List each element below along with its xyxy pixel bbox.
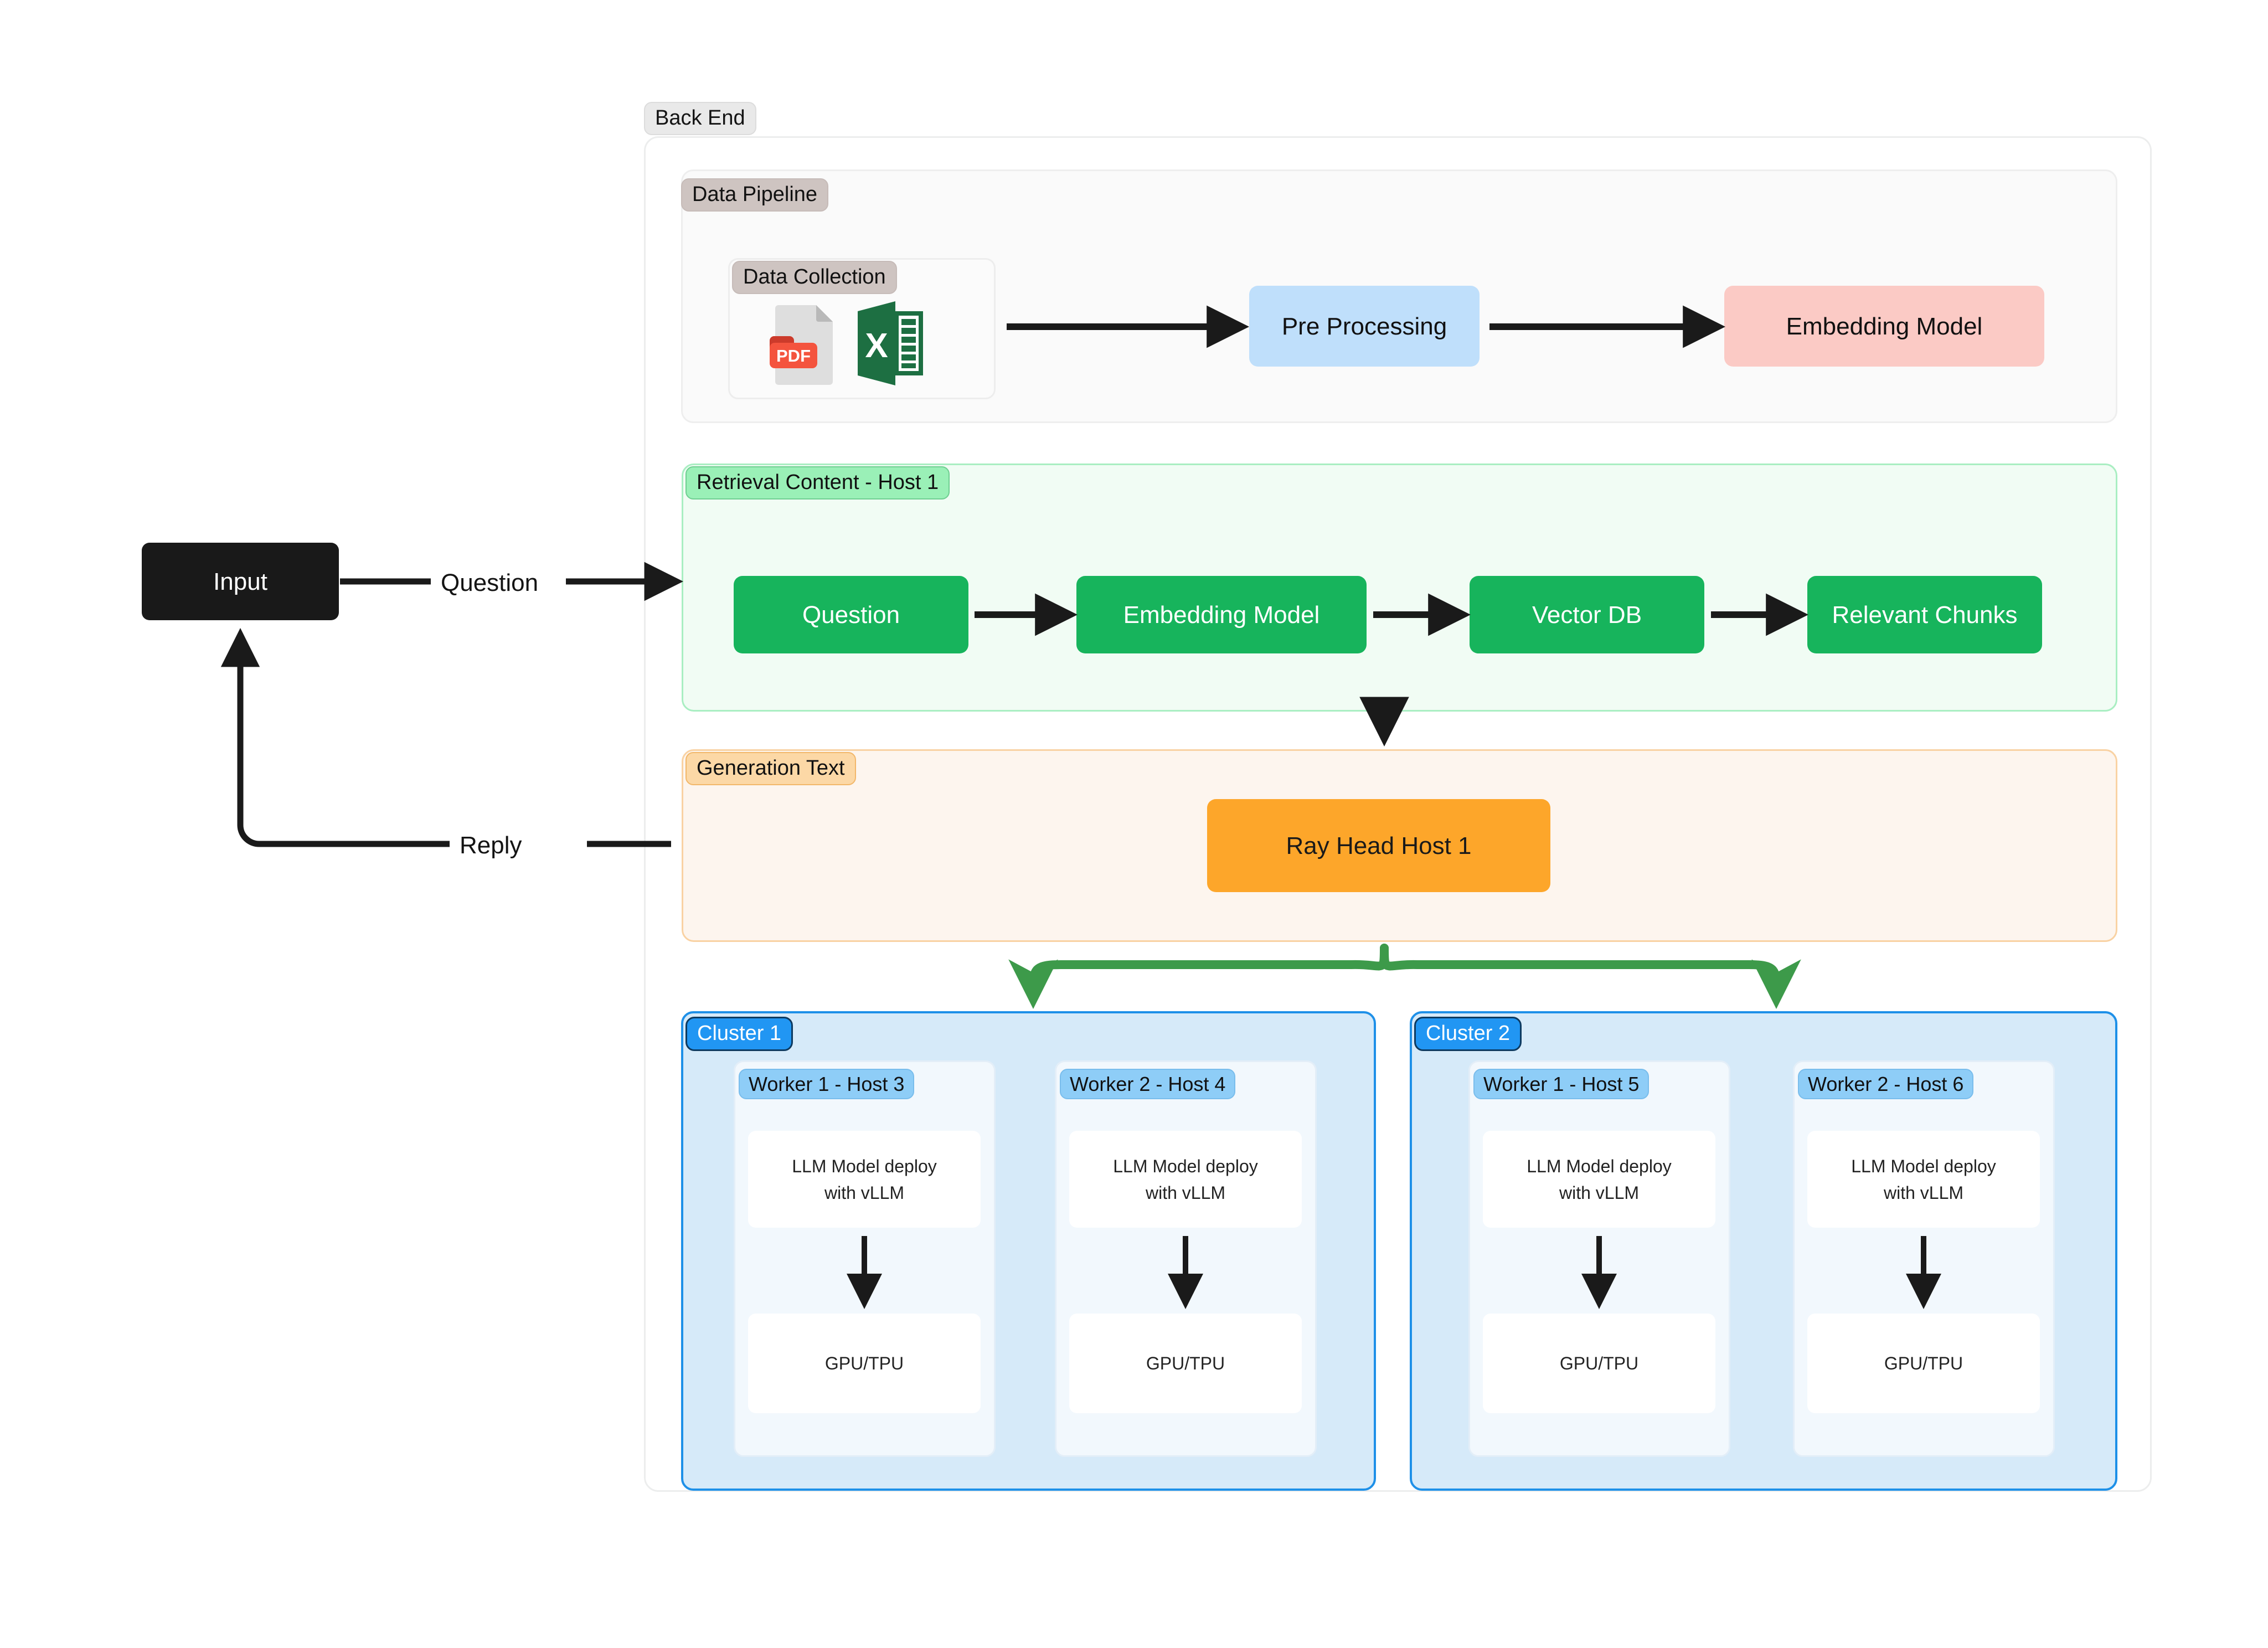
node-label: Vector DB bbox=[1532, 601, 1642, 629]
node-embedding-model-pipeline[interactable]: Embedding Model bbox=[1724, 286, 2044, 367]
worker-label-2-1: Worker 1 - Host 5 bbox=[1473, 1069, 1650, 1100]
cluster-2-label: Cluster 2 bbox=[1414, 1017, 1522, 1051]
node-vector-db[interactable]: Vector DB bbox=[1470, 576, 1704, 653]
worker-label-2-2: Worker 2 - Host 6 bbox=[1798, 1069, 1974, 1100]
hardware-box-1-1[interactable]: GPU/TPU bbox=[748, 1314, 981, 1413]
node-embedding-model-retrieval[interactable]: Embedding Model bbox=[1076, 576, 1367, 653]
node-label: Embedding Model bbox=[1786, 312, 1983, 340]
hardware-label: GPU/TPU bbox=[1559, 1353, 1639, 1373]
data-pipeline-label: Data Pipeline bbox=[681, 178, 829, 212]
arrow-reply-to-input bbox=[220, 628, 450, 847]
hardware-label: GPU/TPU bbox=[824, 1353, 904, 1373]
worker-label-1-1: Worker 1 - Host 3 bbox=[739, 1069, 915, 1100]
node-label: Relevant Chunks bbox=[1832, 601, 2018, 629]
pdf-file-icon: PDF bbox=[769, 302, 841, 385]
hardware-box-2-1[interactable]: GPU/TPU bbox=[1483, 1314, 1715, 1413]
backend-label: Back End bbox=[644, 102, 756, 135]
node-relevant-chunks[interactable]: Relevant Chunks bbox=[1807, 576, 2042, 653]
node-pre-processing[interactable]: Pre Processing bbox=[1249, 286, 1480, 367]
hardware-box-1-2[interactable]: GPU/TPU bbox=[1069, 1314, 1302, 1413]
node-label: Pre Processing bbox=[1281, 312, 1447, 340]
node-question[interactable]: Question bbox=[734, 576, 968, 653]
cluster-1-label: Cluster 1 bbox=[685, 1017, 793, 1051]
generation-label: Generation Text bbox=[685, 752, 856, 785]
hardware-label: GPU/TPU bbox=[1884, 1353, 1963, 1373]
node-label: Embedding Model bbox=[1123, 601, 1320, 629]
node-label: Question bbox=[802, 601, 900, 629]
excel-file-icon: X bbox=[855, 299, 925, 388]
edge-label-question: Question bbox=[441, 569, 539, 596]
data-collection-label: Data Collection bbox=[732, 261, 897, 294]
node-label: Input bbox=[213, 568, 267, 595]
retrieval-label: Retrieval Content - Host 1 bbox=[685, 466, 950, 499]
node-label: Ray Head Host 1 bbox=[1286, 832, 1472, 859]
worker-label-1-2: Worker 2 - Host 4 bbox=[1060, 1069, 1236, 1100]
node-input[interactable]: Input bbox=[142, 543, 339, 620]
hardware-label: GPU/TPU bbox=[1146, 1353, 1225, 1373]
edge-label-reply: Reply bbox=[460, 832, 522, 859]
node-ray-head-host-1[interactable]: Ray Head Host 1 bbox=[1207, 799, 1550, 892]
svg-text:X: X bbox=[865, 327, 888, 365]
hardware-box-2-2[interactable]: GPU/TPU bbox=[1807, 1314, 2040, 1413]
svg-text:PDF: PDF bbox=[776, 346, 811, 365]
